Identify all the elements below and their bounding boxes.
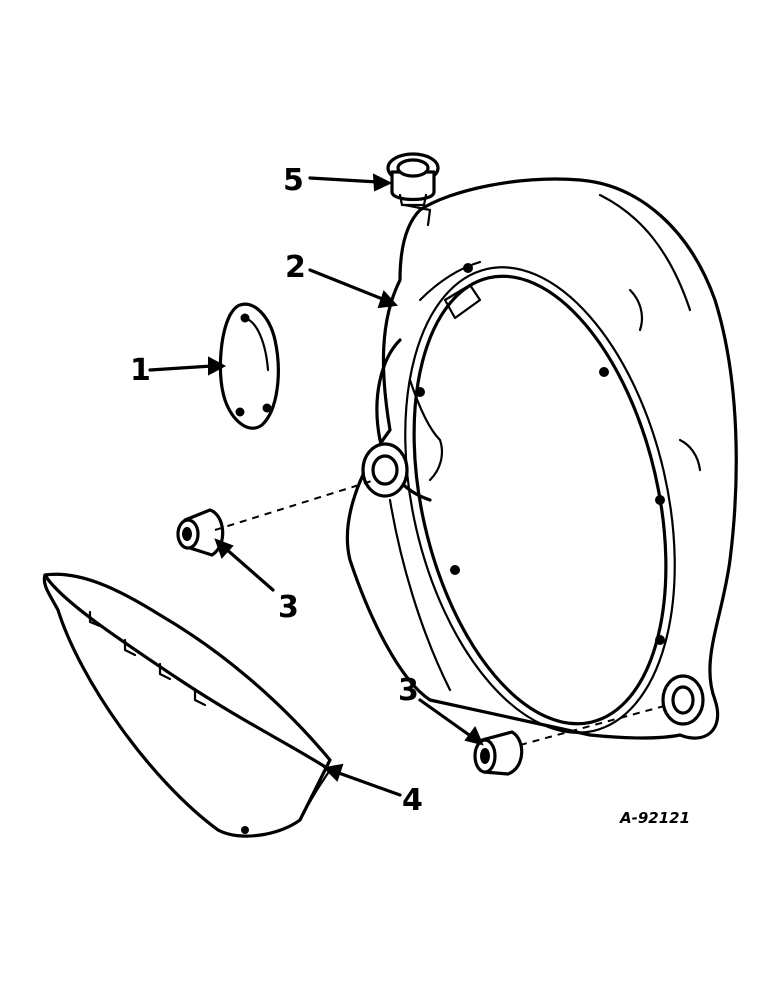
callout-4: 4 (402, 783, 423, 818)
flywheel-housing (345, 177, 738, 740)
alignment-line-upper (214, 479, 376, 531)
callout-5: 5 (283, 163, 304, 198)
drawing-number: A-92121 (619, 809, 690, 827)
dowel-bushing-upper (176, 508, 225, 557)
callout-3-lower: 3 (398, 673, 419, 708)
leader-lines (148, 173, 484, 797)
callout-2: 2 (285, 250, 306, 285)
callout-1: 1 (130, 353, 151, 388)
lower-shield (42, 572, 332, 838)
plug-cap (386, 152, 440, 207)
cover-plate (218, 302, 280, 430)
dowel-bushing-lower (473, 730, 524, 776)
callout-3-upper: 3 (278, 590, 299, 625)
